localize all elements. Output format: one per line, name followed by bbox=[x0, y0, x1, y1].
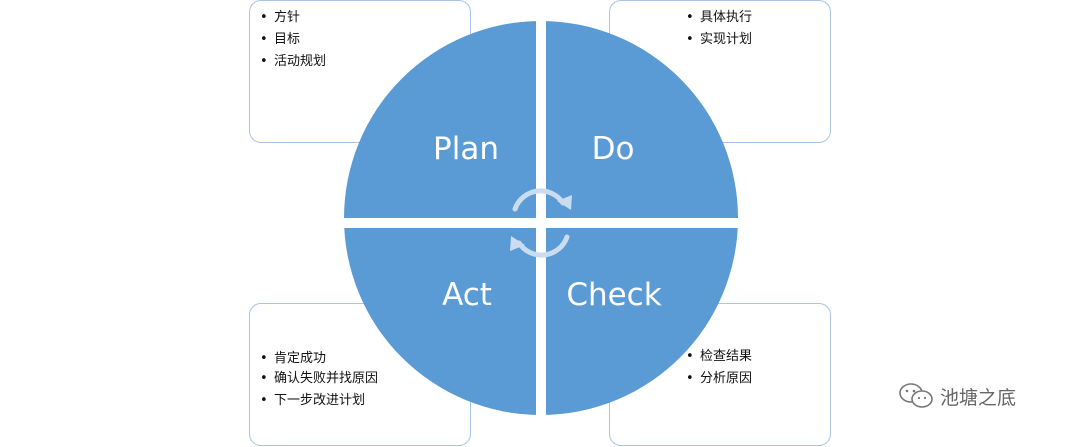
act-quadrant bbox=[344, 218, 541, 415]
check-quadrant bbox=[541, 218, 738, 415]
list-item: 活动规划 bbox=[260, 51, 470, 73]
wechat-icon bbox=[899, 383, 933, 408]
list-item: 检查结果 bbox=[686, 346, 830, 368]
list-item: 下一步改进计划 bbox=[260, 390, 462, 412]
check-label: Check bbox=[566, 277, 661, 313]
list-item: 方针 bbox=[260, 7, 470, 29]
act-label: Act bbox=[442, 277, 492, 313]
list-item: 实现计划 bbox=[686, 29, 830, 51]
plan-quadrant bbox=[344, 21, 541, 218]
circular-arrows-icon bbox=[510, 188, 572, 258]
watermark: 池塘之底 bbox=[898, 382, 1016, 410]
list-item: 具体执行 bbox=[686, 7, 830, 29]
list-item: 确认失败并找原因 bbox=[260, 370, 462, 390]
do-quadrant bbox=[541, 21, 738, 218]
list-item: 分析原因 bbox=[686, 368, 830, 390]
pdca-circle bbox=[330, 10, 750, 430]
do-label: Do bbox=[592, 131, 635, 167]
list-item: 肯定成功 bbox=[260, 348, 462, 370]
plan-label: Plan bbox=[433, 131, 499, 167]
horizontal-gap bbox=[330, 218, 750, 228]
list-item: 目标 bbox=[260, 29, 470, 51]
watermark-text: 池塘之底 bbox=[940, 386, 1017, 409]
